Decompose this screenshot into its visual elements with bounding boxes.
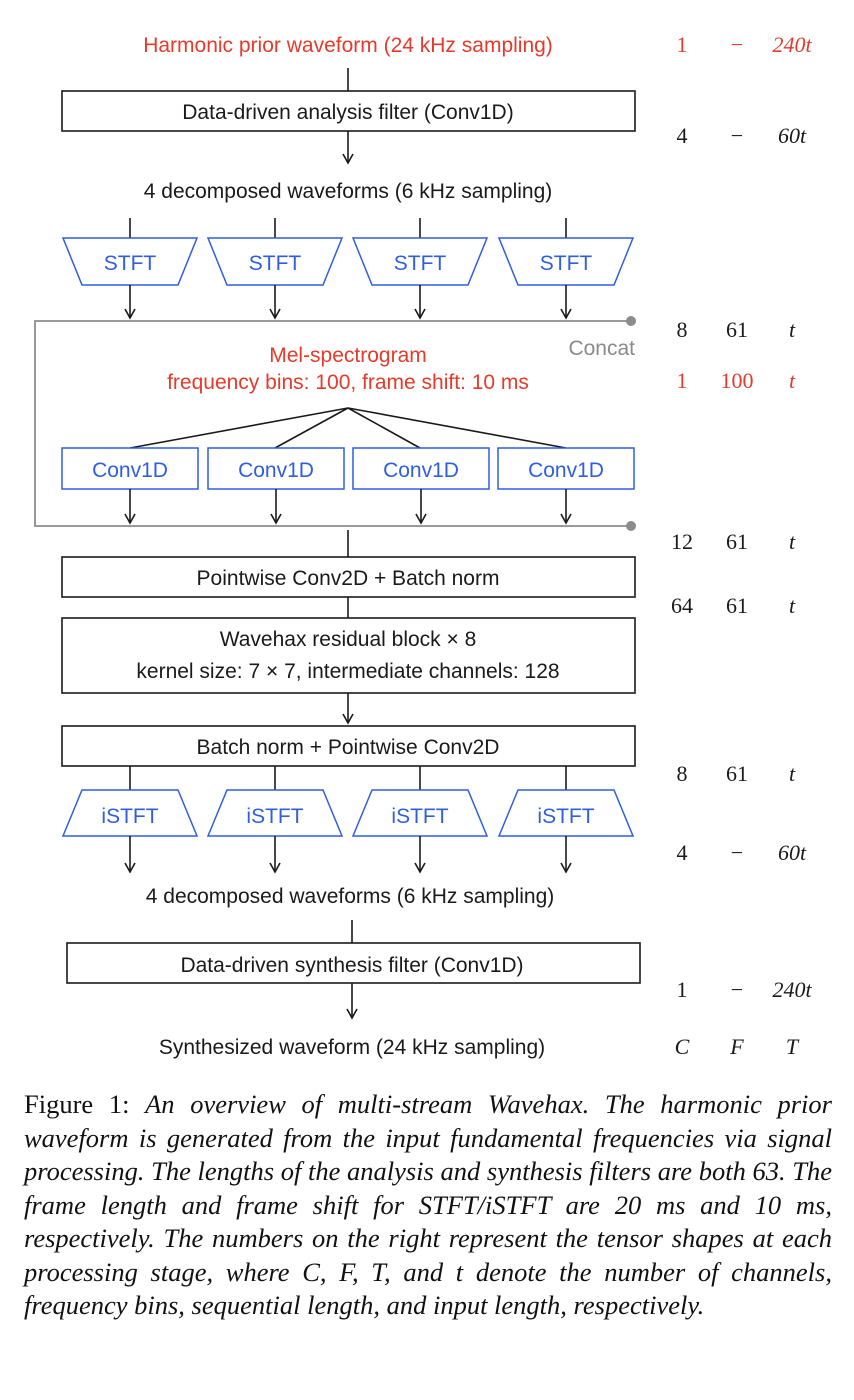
conv1d-row: Conv1D Conv1D Conv1D Conv1D bbox=[61, 447, 635, 525]
residual-block-title: Wavehax residual block × 8 bbox=[220, 628, 477, 651]
shape-channels: 4 bbox=[677, 123, 688, 148]
conv1d-label: Conv1D bbox=[238, 459, 314, 482]
shape-channels: 8 bbox=[677, 317, 688, 342]
mel-fanout bbox=[129, 407, 567, 449]
istft-block bbox=[206, 789, 344, 837]
stft-label: STFT bbox=[540, 252, 593, 275]
istft-label: iSTFT bbox=[391, 805, 448, 828]
shape-time: 60t bbox=[778, 840, 807, 865]
shape-time: t bbox=[789, 368, 796, 393]
shape-freq: − bbox=[731, 123, 743, 148]
istft-block bbox=[351, 789, 489, 837]
tensor-shape-row: 64 61 t bbox=[671, 593, 796, 618]
batchnorm-box bbox=[61, 725, 636, 767]
shape-time: t bbox=[789, 761, 796, 786]
concat-bracket: Concat bbox=[34, 316, 636, 531]
decomposed-waveforms-bottom: 4 decomposed waveforms (6 kHz sampling) bbox=[146, 885, 555, 908]
istft-label: iSTFT bbox=[537, 805, 594, 828]
concat-label: Concat bbox=[568, 337, 635, 360]
stft-block bbox=[497, 237, 635, 286]
residual-block-detail: kernel size: 7 × 7, intermediate channel… bbox=[136, 660, 559, 683]
shape-time: t bbox=[789, 593, 796, 618]
shape-time: t bbox=[789, 317, 796, 342]
shape-time: T bbox=[786, 1034, 800, 1059]
residual-block-box bbox=[61, 617, 636, 694]
pointwise-conv-box bbox=[61, 556, 636, 598]
caption-body: An overview of multi-stream Wavehax. The… bbox=[24, 1089, 832, 1320]
shape-freq: − bbox=[731, 32, 743, 57]
mel-spectrogram-detail: frequency bins: 100, frame shift: 10 ms bbox=[167, 371, 529, 394]
shape-freq: F bbox=[729, 1034, 744, 1059]
tensor-shape-row: 4 − 60t bbox=[677, 840, 807, 865]
fanout-line bbox=[274, 407, 349, 449]
tensor-shape-row: 12 61 t bbox=[671, 529, 796, 554]
tensor-shape-row: 4 − 60t bbox=[677, 123, 807, 148]
concat-bracket-line bbox=[34, 320, 631, 527]
conv1d-label: Conv1D bbox=[92, 459, 168, 482]
stft-block bbox=[61, 237, 199, 286]
fanout-line bbox=[129, 407, 349, 449]
istft-row: iSTFT iSTFT iSTFT iSTFT bbox=[61, 766, 635, 874]
conv1d-block bbox=[497, 447, 635, 490]
stft-label: STFT bbox=[249, 252, 302, 275]
pointwise-conv-label: Pointwise Conv2D + Batch norm bbox=[197, 567, 500, 590]
conv1d-block bbox=[61, 447, 199, 490]
stft-label: STFT bbox=[104, 252, 157, 275]
fanout-line bbox=[347, 407, 421, 449]
stft-row: STFT STFT STFT STFT bbox=[61, 218, 635, 320]
shape-freq: 61 bbox=[726, 529, 748, 554]
istft-label: iSTFT bbox=[246, 805, 303, 828]
shape-time: 60t bbox=[778, 123, 807, 148]
stft-block bbox=[351, 237, 489, 286]
batchnorm-label: Batch norm + Pointwise Conv2D bbox=[197, 736, 500, 759]
stft-label: STFT bbox=[394, 252, 447, 275]
tensor-shape-row: 8 61 t bbox=[677, 761, 796, 786]
caption-label: Figure 1: bbox=[24, 1089, 130, 1119]
istft-block bbox=[61, 789, 199, 837]
synthesis-filter-label: Data-driven synthesis filter (Conv1D) bbox=[180, 954, 523, 977]
shape-channels: 1 bbox=[677, 368, 688, 393]
synthesized-waveform-label: Synthesized waveform (24 kHz sampling) bbox=[159, 1036, 545, 1059]
shape-channels: 64 bbox=[671, 593, 693, 618]
synthesis-filter-box bbox=[66, 942, 641, 984]
decomposed-waveforms-top: 4 decomposed waveforms (6 kHz sampling) bbox=[144, 180, 553, 203]
fanout-line bbox=[347, 407, 567, 449]
concat-node bbox=[626, 316, 636, 326]
conv1d-label: Conv1D bbox=[383, 459, 459, 482]
istft-label: iSTFT bbox=[101, 805, 158, 828]
shape-channels: 4 bbox=[677, 840, 688, 865]
concat-node bbox=[626, 521, 636, 531]
shape-freq: 61 bbox=[726, 593, 748, 618]
shape-channels: 12 bbox=[671, 529, 693, 554]
tensor-shape-row: 1 100 t bbox=[677, 368, 796, 393]
shape-channels: C bbox=[675, 1034, 690, 1059]
stft-block bbox=[206, 237, 344, 286]
analysis-filter-label: Data-driven analysis filter (Conv1D) bbox=[182, 101, 513, 124]
tensor-shape-column: 1 − 240t 4 − 60t 8 61 t 1 100 t 12 61 t 64 61 t 8 61 t 4 − 60t 1… bbox=[671, 32, 812, 1059]
istft-block bbox=[497, 789, 635, 837]
shape-channels: 1 bbox=[677, 32, 688, 57]
figure-caption: Figure 1: An overview of multi-stream Wa… bbox=[24, 1088, 832, 1323]
shape-channels: 8 bbox=[677, 761, 688, 786]
shape-freq: 61 bbox=[726, 761, 748, 786]
shape-freq: − bbox=[731, 840, 743, 865]
shape-time: 240t bbox=[772, 977, 812, 1002]
shape-time: t bbox=[789, 529, 796, 554]
shape-channels: 1 bbox=[677, 977, 688, 1002]
harmonic-prior-label: Harmonic prior waveform (24 kHz sampling… bbox=[143, 34, 553, 57]
conv1d-label: Conv1D bbox=[528, 459, 604, 482]
shape-freq: 100 bbox=[721, 368, 754, 393]
tensor-shape-row: 8 61 t bbox=[677, 317, 796, 342]
shape-time: 240t bbox=[772, 32, 812, 57]
tensor-shape-row: 1 − 240t bbox=[677, 977, 813, 1002]
tensor-shape-row: 1 − 240t bbox=[677, 32, 813, 57]
conv1d-block bbox=[207, 447, 345, 490]
wavehax-diagram: Harmonic prior waveform (24 kHz sampling… bbox=[34, 32, 812, 1059]
mel-spectrogram-title: Mel-spectrogram bbox=[269, 344, 427, 367]
shape-freq: 61 bbox=[726, 317, 748, 342]
shape-freq: − bbox=[731, 977, 743, 1002]
